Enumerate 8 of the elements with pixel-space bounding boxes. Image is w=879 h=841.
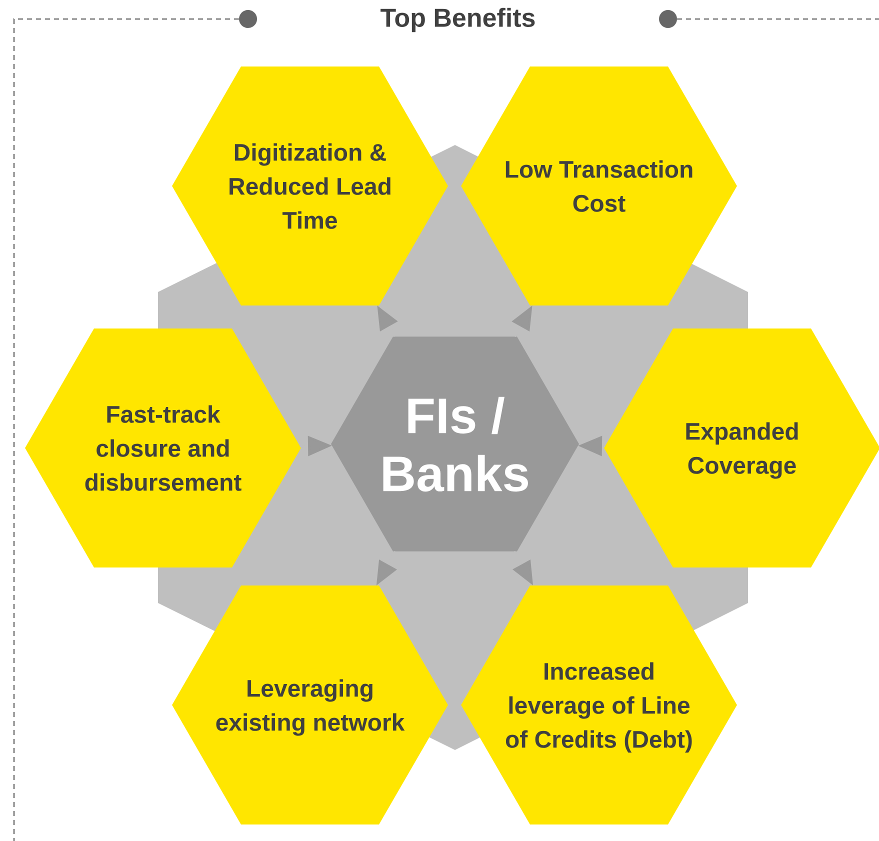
benefit-hexagon: Leveraging existing network xyxy=(172,585,448,824)
benefit-hexagon: Low Transaction Cost xyxy=(461,66,737,306)
benefit-hexagon: Expanded Coverage xyxy=(604,328,879,568)
title: Top Benefits xyxy=(380,8,535,32)
benefit-hexagon: Increased leverage of Line of Credits (Debt) xyxy=(461,585,737,824)
center-hexagon: FIs / Banks xyxy=(331,336,579,552)
benefit-hexagon: Digitization & Reduced Lead Time xyxy=(172,66,448,306)
benefit-hexagon: Fast-track closure and disbursement xyxy=(25,328,301,568)
